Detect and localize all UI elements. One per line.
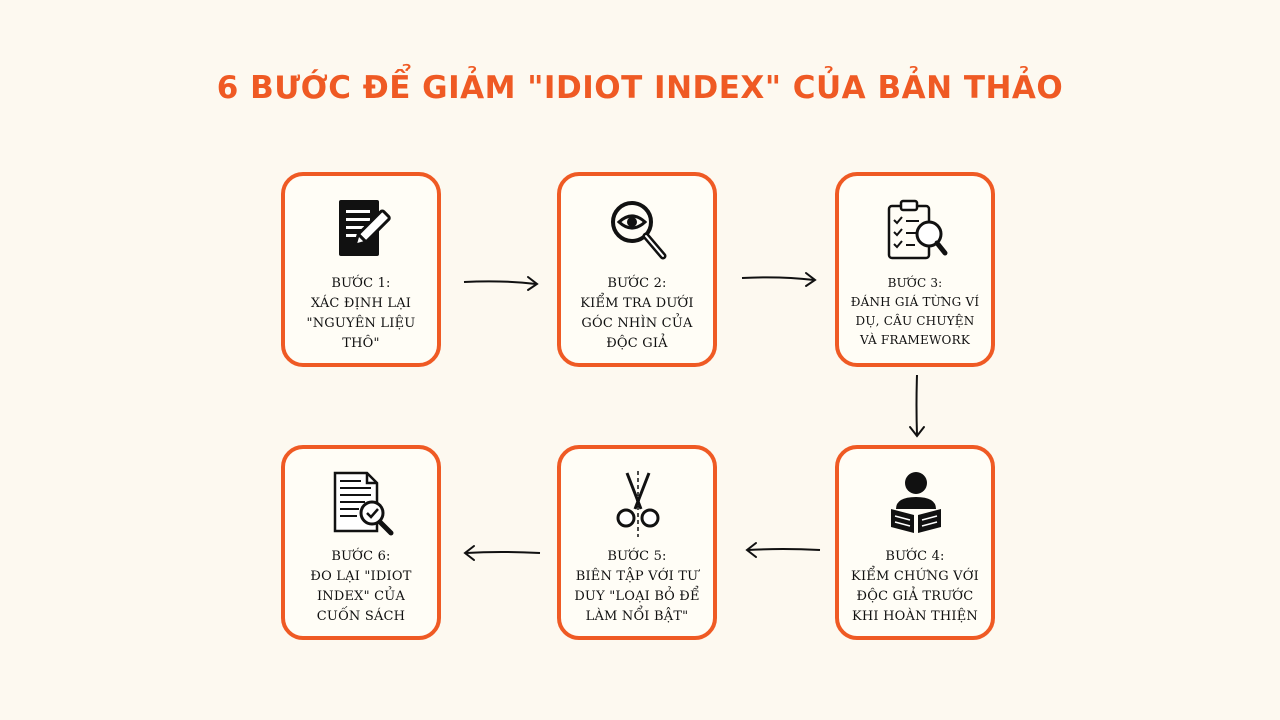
step-5-label: BƯỚC 5: BIÊN TẬP VỚI TƯ DUY "LOẠI BỎ ĐỂ …	[574, 549, 700, 624]
reader-book-icon	[879, 469, 953, 539]
arrow-step2-to-step3	[741, 272, 817, 287]
magnifier-eye-icon	[601, 196, 675, 266]
step-4-label: BƯỚC 4: KIỂM CHỨNG VỚI ĐỘC GIẢ TRƯỚC KHI…	[851, 549, 979, 624]
step-5-card: BƯỚC 5: BIÊN TẬP VỚI TƯ DUY "LOẠI BỎ ĐỂ …	[557, 445, 717, 640]
arrow-step4-to-step5	[745, 542, 821, 558]
step-1-card: BƯỚC 1: XÁC ĐỊNH LẠI "NGUYÊN LIỆU THÔ"	[281, 172, 441, 367]
arrow-step5-to-step6	[463, 545, 541, 561]
step-4-card: BƯỚC 4: KIỂM CHỨNG VỚI ĐỘC GIẢ TRƯỚC KHI…	[835, 445, 995, 640]
step-3-card: BƯỚC 3: ĐÁNH GIÁ TỪNG VÍ DỤ, CÂU CHUYỆN …	[835, 172, 995, 367]
arrow-step1-to-step2	[463, 276, 539, 291]
step-6-label: BƯỚC 6: ĐO LẠI "IDIOT INDEX" CỦA CUỐN SÁ…	[310, 549, 412, 624]
diagram-title: 6 BƯỚC ĐỂ GIẢM "IDIOT INDEX" CỦA BẢN THẢ…	[216, 70, 1064, 106]
arrow-step3-to-step4	[909, 374, 925, 438]
step-1-label: BƯỚC 1: XÁC ĐỊNH LẠI "NGUYÊN LIỆU THÔ"	[306, 276, 416, 351]
scissors-icon	[601, 469, 675, 539]
clipboard-search-icon	[879, 196, 953, 266]
step-2-label: BƯỚC 2: KIỂM TRA DƯỚI GÓC NHÌN CỦA ĐỘC G…	[580, 276, 694, 351]
step-3-label: BƯỚC 3: ĐÁNH GIÁ TỪNG VÍ DỤ, CÂU CHUYỆN …	[850, 276, 980, 347]
document-pen-icon	[325, 196, 399, 266]
step-6-card: BƯỚC 6: ĐO LẠI "IDIOT INDEX" CỦA CUỐN SÁ…	[281, 445, 441, 640]
step-2-card: BƯỚC 2: KIỂM TRA DƯỚI GÓC NHÌN CỦA ĐỘC G…	[557, 172, 717, 367]
document-check-icon	[325, 469, 399, 539]
